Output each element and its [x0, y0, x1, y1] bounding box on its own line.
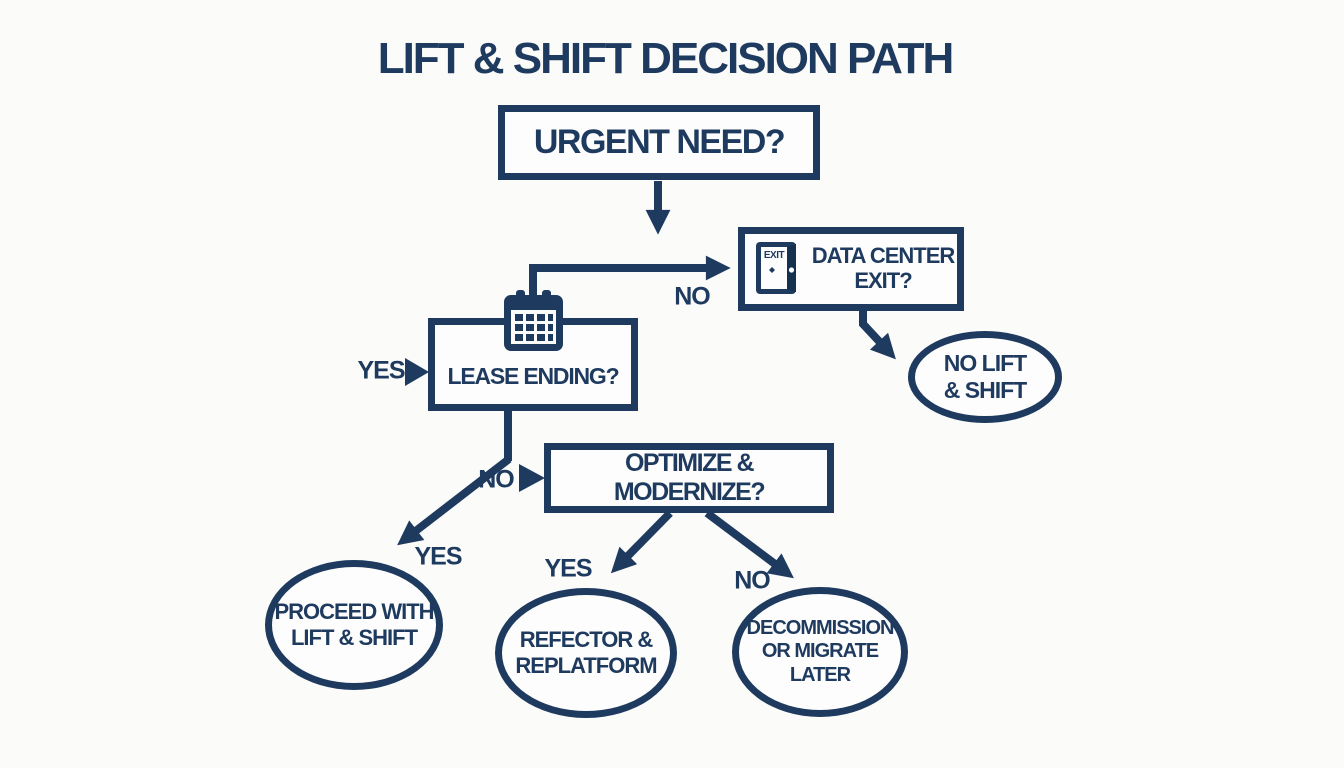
exit-door-icon: EXIT	[755, 241, 809, 297]
yes-triangle-into-lease	[405, 358, 429, 386]
edge-label-no-optimize: NO	[478, 465, 514, 494]
edge-label-yes-refector: YES	[544, 554, 592, 583]
edge-exit-to-no-lift	[859, 311, 896, 360]
edge-label-yes-proceed: YES	[414, 542, 462, 571]
optimize-modernize-label: OPTIMIZE & MODERNIZE?	[613, 449, 766, 506]
node-urgent-need: URGENT NEED?	[498, 105, 820, 180]
node-decommission-migrate-later: DECOMMISSION OR MIGRATE LATER	[732, 587, 908, 717]
node-no-lift-shift: NO LIFT & SHIFT	[908, 331, 1062, 423]
edge-yes-to-proceed	[397, 455, 512, 546]
diagram-title: LIFT & SHIFT DECISION PATH	[377, 34, 955, 83]
node-data-center-exit: EXIT DATA CENTER EXIT?	[738, 227, 964, 311]
urgent-need-label: URGENT NEED?	[533, 123, 786, 161]
edge-no-to-decommission	[704, 509, 794, 579]
data-center-exit-label: DATA CENTER EXIT?	[811, 243, 956, 293]
node-refector-replatform: REFECTOR & REPLATFORM	[495, 588, 677, 718]
calendar-icon	[504, 290, 563, 351]
node-optimize-modernize: OPTIMIZE & MODERNIZE?	[544, 443, 834, 513]
lease-ending-label: LEASE ENDING?	[447, 363, 620, 389]
edge-label-yes-lease: YES	[357, 356, 405, 385]
edge-label-no-exit: NO	[674, 282, 710, 311]
edge-no-to-data-center-exit	[529, 255, 731, 296]
edge-label-no-decommission: NO	[734, 566, 770, 595]
edge-yes-to-refector	[610, 510, 673, 574]
no-triangle-into-optimize	[519, 464, 545, 492]
node-proceed-lift-shift: PROCEED WITH LIFT & SHIFT	[265, 560, 443, 690]
exit-door-icon-text: EXIT	[763, 250, 785, 261]
